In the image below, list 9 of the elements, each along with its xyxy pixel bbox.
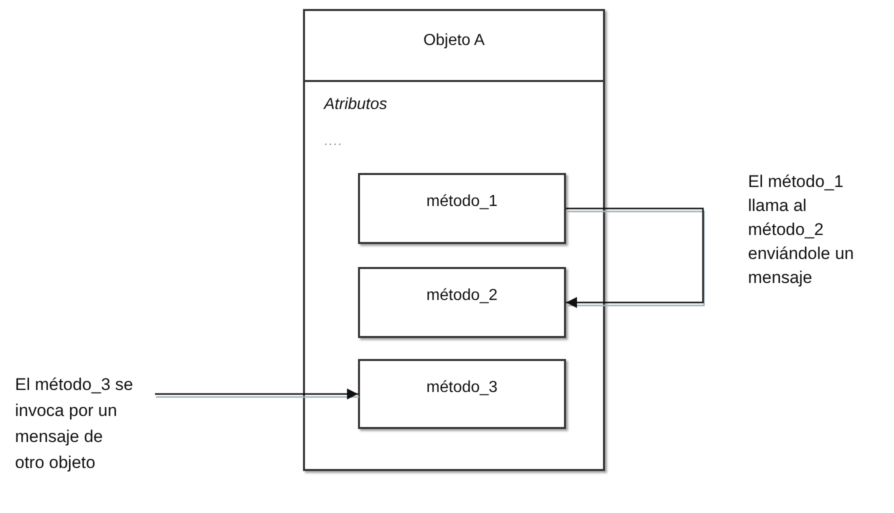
ellipsis-text: .... [324, 132, 342, 150]
attributes-heading: Atributos [324, 95, 388, 114]
note-text: El método_1 llama al método_2 enviándole un mensaje [748, 171, 855, 289]
method-box: método_2 [358, 267, 566, 338]
object-box [303, 9, 605, 471]
method-box: método_1 [358, 173, 566, 244]
object-title: Objeto A [422, 31, 486, 50]
note-text: El método_3 se invoca por un mensaje de otro objeto [15, 372, 135, 507]
method-box: método_3 [358, 359, 566, 429]
